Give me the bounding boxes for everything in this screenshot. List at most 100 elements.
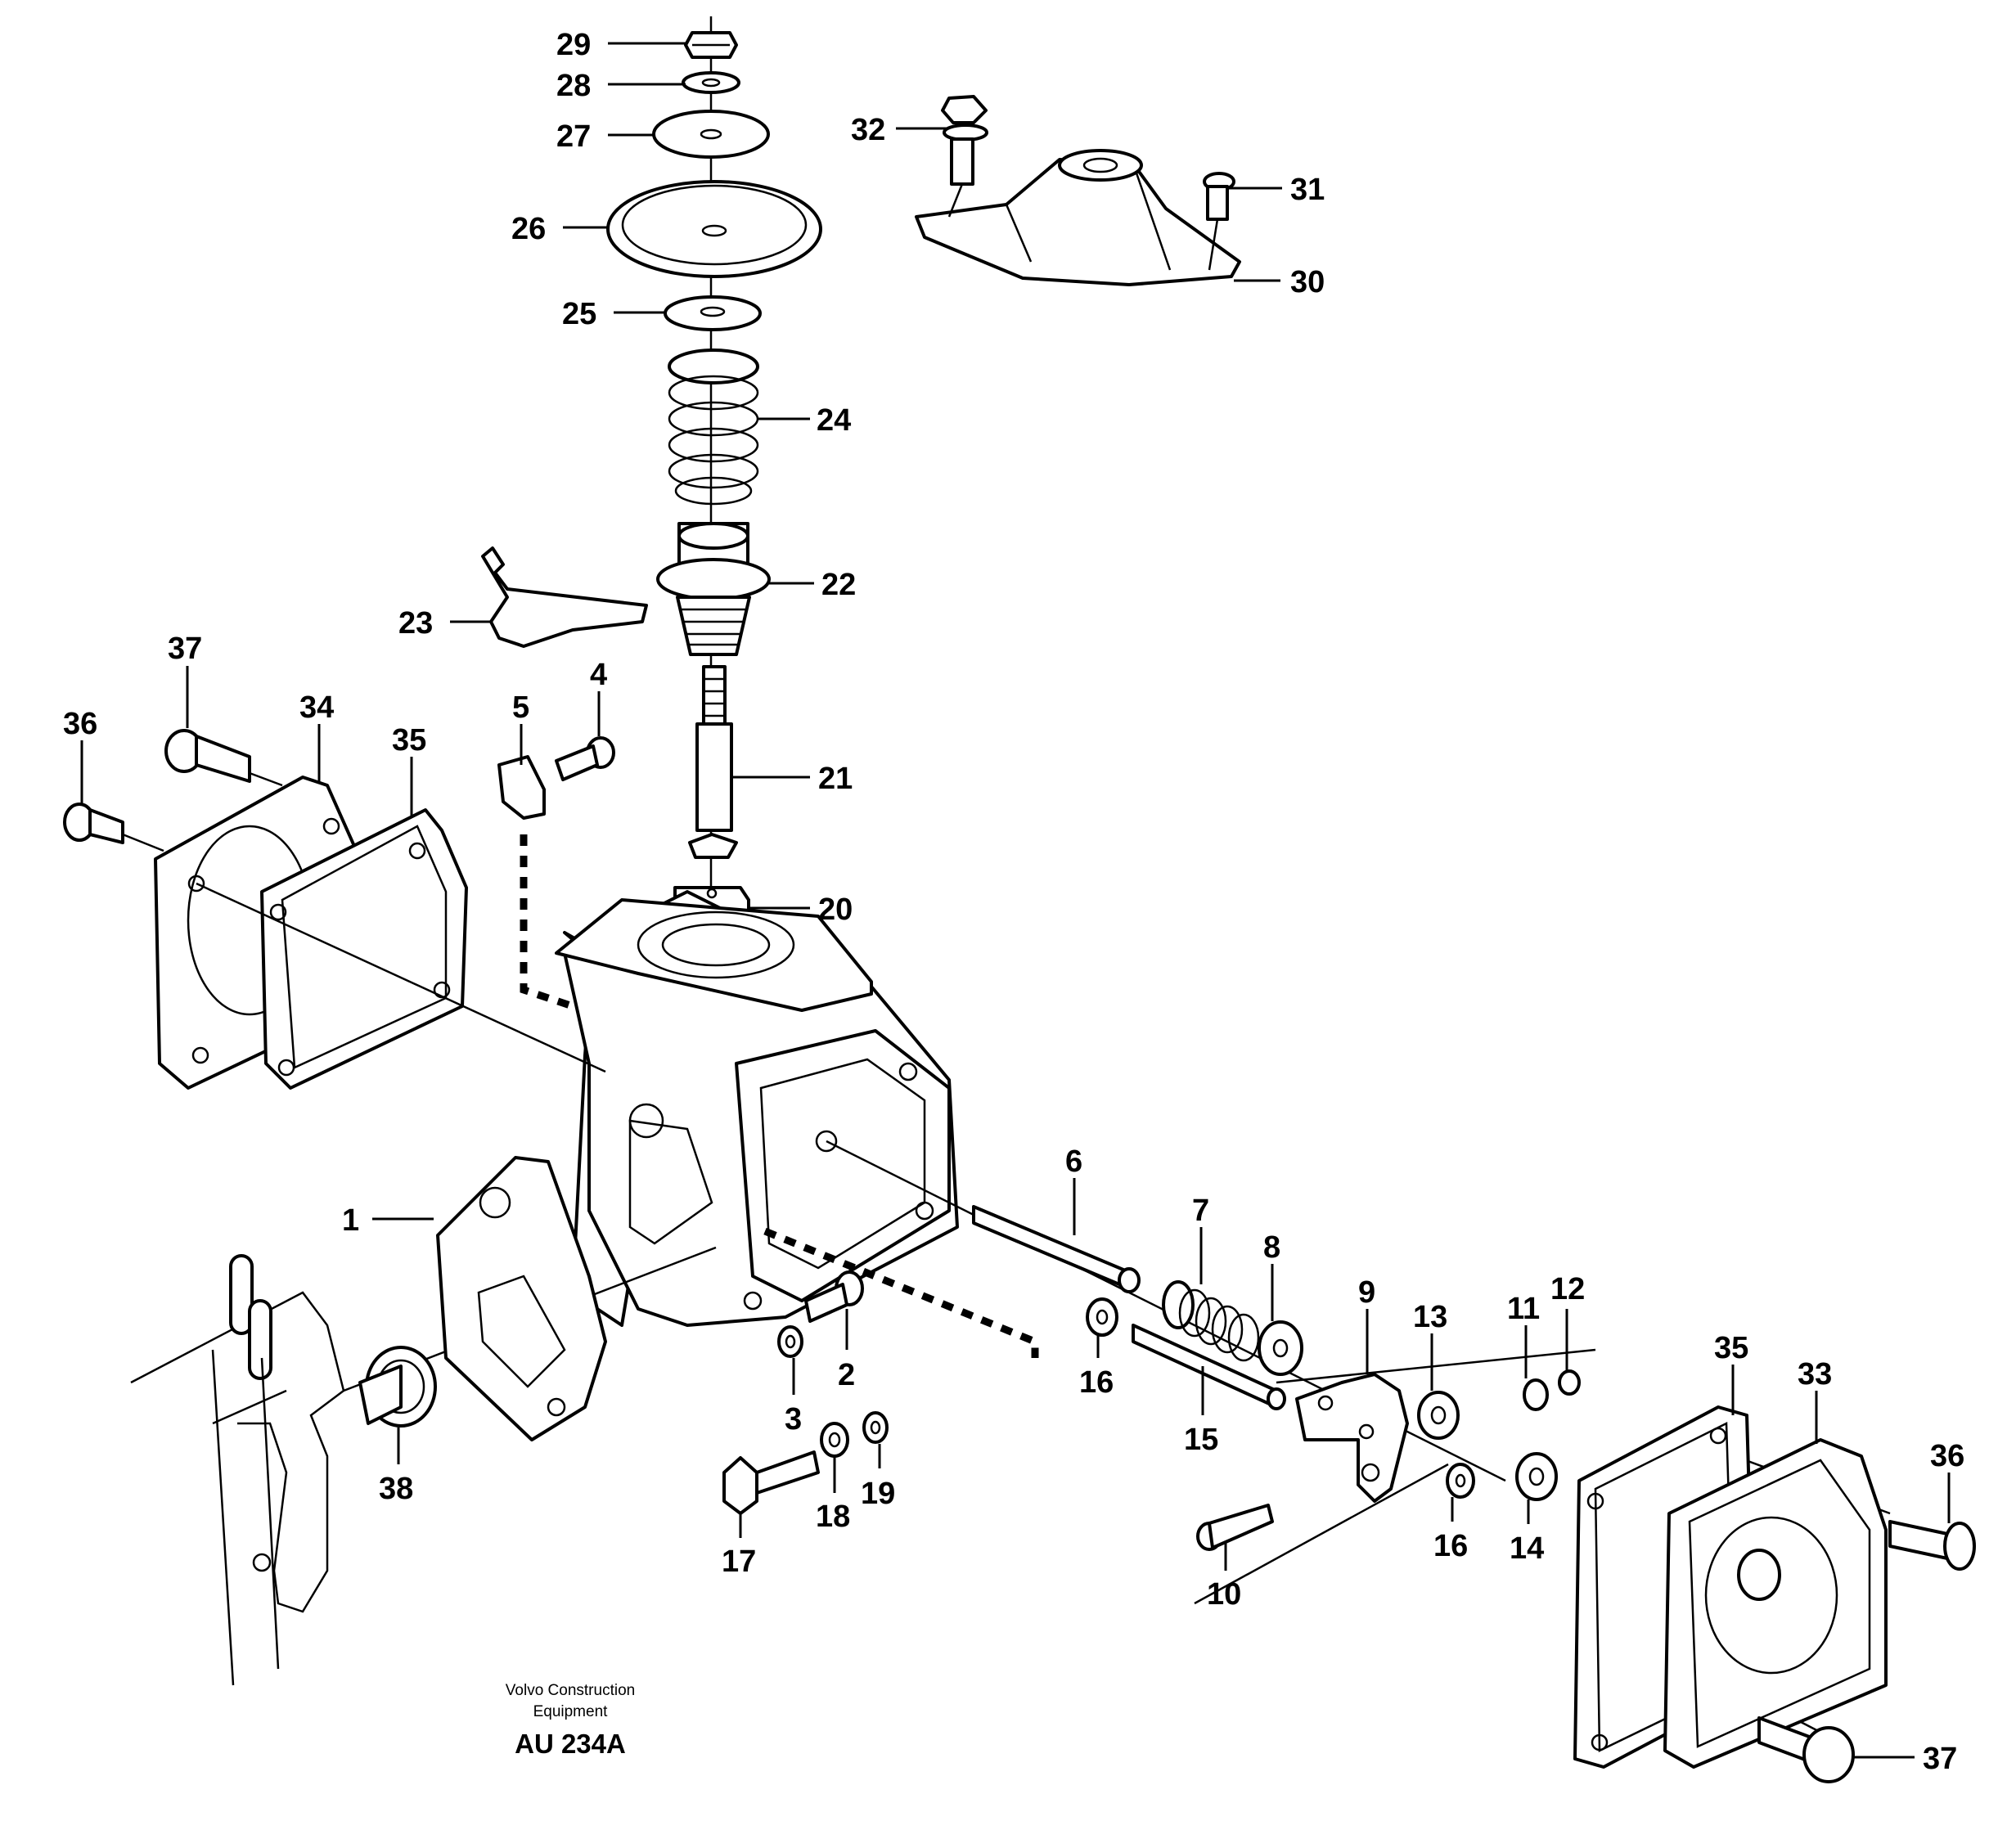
svg-text:36: 36 <box>63 707 97 741</box>
part-9-lever <box>1295 1373 1409 1503</box>
part-38-plug <box>358 1346 437 1428</box>
callout-9: 9 <box>1358 1275 1375 1374</box>
part-6-shaft <box>972 1205 1141 1293</box>
callout-7: 7 <box>1192 1194 1209 1284</box>
svg-text:35: 35 <box>1714 1331 1748 1365</box>
part-36-bolt-right <box>1888 1520 1976 1571</box>
part-5-clip <box>497 755 546 820</box>
part-15-rod <box>1132 1324 1286 1410</box>
svg-text:4: 4 <box>590 658 607 692</box>
callout-19: 19 <box>861 1444 895 1511</box>
drawing-footer: Volvo Construction Equipment AU 234A <box>506 1682 635 1759</box>
part-33-cover-plate-right <box>1663 1438 1888 1769</box>
svg-text:37: 37 <box>168 632 202 666</box>
callout-27: 27 <box>556 119 655 154</box>
callout-5: 5 <box>512 690 529 765</box>
svg-text:28: 28 <box>556 69 591 103</box>
svg-text:5: 5 <box>512 690 529 725</box>
part-22-bellows-seat <box>656 522 771 656</box>
part-7-spring <box>1162 1280 1260 1362</box>
svg-text:24: 24 <box>817 403 851 438</box>
company-name-line2: Equipment <box>533 1703 609 1720</box>
part-25-washer <box>664 295 762 331</box>
callout-36-left: 36 <box>63 707 97 803</box>
callout-2: 2 <box>838 1309 855 1392</box>
part-2-screw <box>804 1270 864 1323</box>
callout-38: 38 <box>379 1428 413 1506</box>
part-30-cover <box>915 149 1241 286</box>
governor-housing <box>555 890 959 1327</box>
callout-18: 18 <box>816 1456 850 1534</box>
callout-35-left: 35 <box>392 723 426 818</box>
svg-text:37: 37 <box>1923 1742 1957 1776</box>
callout-31: 31 <box>1227 173 1325 207</box>
svg-text:17: 17 <box>722 1544 756 1579</box>
svg-text:30: 30 <box>1290 265 1325 299</box>
svg-text:36: 36 <box>1930 1439 1964 1473</box>
svg-text:18: 18 <box>816 1500 850 1534</box>
callout-33: 33 <box>1798 1357 1832 1444</box>
svg-text:31: 31 <box>1290 173 1325 207</box>
part-4-screw <box>555 736 615 781</box>
callout-3: 3 <box>785 1358 802 1437</box>
callout-14: 14 <box>1510 1500 1544 1566</box>
callout-21: 21 <box>732 762 853 796</box>
part-11-washer <box>1523 1378 1549 1411</box>
callout-16-upper: 16 <box>1079 1333 1114 1400</box>
svg-text:1: 1 <box>342 1203 359 1238</box>
callout-12: 12 <box>1550 1272 1585 1370</box>
drawing-code: AU 234A <box>515 1729 626 1759</box>
callout-10: 10 <box>1207 1542 1241 1612</box>
svg-text:8: 8 <box>1263 1230 1280 1265</box>
svg-text:33: 33 <box>1798 1357 1832 1392</box>
svg-text:2: 2 <box>838 1358 855 1392</box>
svg-text:26: 26 <box>511 212 546 246</box>
svg-text:22: 22 <box>821 568 856 602</box>
svg-text:19: 19 <box>861 1477 895 1511</box>
svg-text:10: 10 <box>1207 1577 1241 1612</box>
callout-32: 32 <box>851 113 949 147</box>
callout-36-right: 36 <box>1930 1439 1964 1523</box>
svg-text:7: 7 <box>1192 1194 1209 1228</box>
part-29-nut <box>684 31 738 59</box>
callout-8: 8 <box>1263 1230 1280 1321</box>
part-32-screw <box>941 95 988 218</box>
callout-30: 30 <box>1234 265 1325 299</box>
svg-text:13: 13 <box>1413 1300 1447 1334</box>
part-17-bolt <box>722 1450 820 1515</box>
svg-text:16: 16 <box>1433 1529 1468 1563</box>
part-12-nut <box>1558 1369 1581 1396</box>
svg-text:35: 35 <box>392 723 426 758</box>
part-13-washer <box>1417 1391 1460 1440</box>
part-18-washer <box>820 1422 849 1458</box>
svg-text:27: 27 <box>556 119 591 154</box>
callout-13: 13 <box>1413 1300 1447 1391</box>
part-35-gasket <box>260 808 468 1090</box>
callout-28: 28 <box>556 69 686 103</box>
callout-23: 23 <box>398 606 491 641</box>
svg-text:21: 21 <box>818 762 853 796</box>
svg-text:12: 12 <box>1550 1272 1585 1306</box>
part-1-gasket <box>436 1156 607 1441</box>
callout-6: 6 <box>1065 1144 1082 1235</box>
callout-4: 4 <box>590 658 607 736</box>
part-37-bolt-left <box>164 729 283 787</box>
svg-text:9: 9 <box>1358 1275 1375 1310</box>
callout-17: 17 <box>722 1513 756 1579</box>
svg-text:29: 29 <box>556 28 591 62</box>
callout-20: 20 <box>749 893 853 927</box>
part-31-screw <box>1203 172 1235 271</box>
callout-22: 22 <box>769 568 856 602</box>
part-16-washer-upper <box>1086 1297 1118 1337</box>
part-24-spring <box>668 348 759 506</box>
callout-24: 24 <box>758 403 851 438</box>
svg-text:32: 32 <box>851 113 885 147</box>
part-26-diaphragm <box>606 180 822 278</box>
part-28-washer <box>682 71 740 94</box>
part-3-washer <box>777 1325 803 1358</box>
part-14-washer <box>1515 1452 1558 1501</box>
svg-text:15: 15 <box>1184 1423 1218 1457</box>
callout-25: 25 <box>562 297 665 331</box>
svg-text:23: 23 <box>398 606 433 641</box>
part-10-screw <box>1196 1504 1274 1551</box>
